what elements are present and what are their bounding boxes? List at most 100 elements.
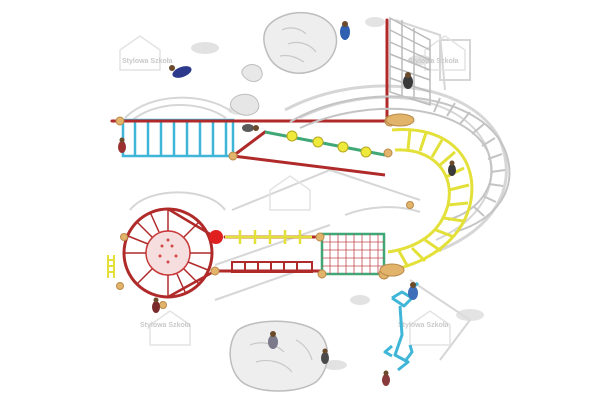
rock-body: [229, 93, 260, 116]
child-head: [405, 72, 411, 78]
child-body: [268, 335, 278, 349]
post-top: [317, 269, 327, 279]
grey-ladder-panel: [389, 16, 431, 107]
ladder-panel-rung: [389, 29, 431, 51]
watermark-texts: Stylowa Szkoła Stylowa Szkoła Stylowa Sz…: [122, 58, 459, 329]
wheel-spoke: [183, 221, 200, 238]
curved-bridge-slat: [490, 169, 506, 173]
post-platform: [385, 113, 415, 127]
climbing-rock-bottom: [229, 320, 329, 392]
zigzag-rail: [383, 344, 393, 358]
child-body: [118, 141, 126, 153]
curved-bridge-slat: [446, 102, 456, 117]
wheel-spoke: [127, 235, 149, 245]
shadow-blob: [456, 309, 484, 321]
stepping-disc: [312, 136, 324, 148]
child-body: [408, 286, 418, 300]
child-head: [153, 297, 159, 303]
yellow-bridge-inner: [387, 148, 451, 254]
yellow-bridge-slat: [447, 201, 469, 207]
watermark-house-icon: [269, 175, 311, 211]
child-figure: [242, 124, 259, 132]
small-rock: [241, 64, 263, 83]
net-frame: [320, 232, 386, 276]
watermark-text: Stylowa Szkoła: [122, 58, 173, 65]
curved-bridge-slat: [481, 137, 496, 147]
child-figure: [403, 72, 413, 89]
child-head: [169, 65, 175, 71]
child-figure: [268, 331, 278, 349]
yellow-bridge-slat: [410, 246, 427, 263]
yellow-bridge-slat: [430, 139, 444, 158]
rock-texture: [279, 27, 317, 63]
yellow-bridge-slat: [443, 216, 464, 223]
post-top: [228, 151, 238, 161]
ladder-frame: [121, 118, 235, 158]
shadow-curve-large: [284, 84, 508, 252]
post-top: [159, 301, 167, 309]
shadow-lower-rails: [214, 224, 331, 266]
child-body: [382, 374, 390, 386]
shadow-net-block: [439, 39, 471, 81]
curved-bridge-slat: [459, 111, 471, 125]
child-figure: [118, 137, 126, 153]
child-figure: [382, 370, 390, 386]
watermark-house-icon: [149, 310, 191, 346]
post-top: [115, 116, 125, 126]
red-beam-line: [232, 154, 386, 177]
child-head: [449, 160, 455, 166]
post-top: [116, 282, 124, 290]
yellow-bridge-slat: [418, 132, 428, 152]
shadow-lower-deck: [214, 269, 301, 301]
curved-bridge-slat: [487, 153, 503, 160]
curved-bridge-slat: [488, 183, 504, 187]
post-platform: [379, 263, 405, 277]
shadow-wheel: [129, 191, 226, 211]
child-body: [172, 66, 192, 78]
wheel-axle-rail: [167, 207, 216, 239]
red-beam-diagonal: [231, 130, 267, 158]
cyan-ladder-bridge-top: [121, 118, 235, 158]
net-dot: [170, 244, 174, 248]
child-figure: [408, 282, 418, 300]
child-head: [119, 137, 125, 143]
yellow-side-ladder: [107, 255, 115, 278]
zigzag-rail: [404, 344, 414, 361]
watermark-house-icon: [409, 310, 451, 346]
shadow-blob: [191, 42, 219, 54]
net-dot: [166, 260, 170, 264]
wheel-spoke: [176, 273, 187, 295]
rope-net-panel: [320, 232, 386, 276]
watermark-text: Stylowa Szkoła: [408, 58, 459, 65]
child-body: [340, 24, 350, 40]
yellow-bar-beam: [225, 230, 312, 244]
shadow-bottom-right: [409, 279, 472, 361]
yellow-bridge-slat: [397, 250, 410, 268]
curved-bridge-outer: [289, 95, 511, 233]
wheel-net-dots: [158, 238, 178, 264]
zigzag-rail: [393, 305, 410, 372]
child-body: [242, 124, 254, 132]
net-dot: [166, 238, 170, 242]
shadow-top-bridge-inner: [129, 103, 227, 123]
watermark-text: Stylowa Szkoła: [140, 322, 191, 329]
wheel-axle-rail: [167, 269, 216, 299]
rock-body: [229, 320, 329, 392]
wheel-inner-ring: [145, 230, 191, 276]
wheel-spoke: [136, 221, 153, 238]
red-ball-post-cap: [209, 230, 223, 244]
yellow-bridge-slat: [424, 238, 442, 253]
yellow-bridge-slat: [435, 228, 455, 239]
post-top: [315, 232, 325, 242]
ladder-panel-rung: [389, 53, 431, 71]
curved-bridge-slat: [471, 123, 485, 135]
child-body: [152, 301, 160, 313]
stepping-disc: [286, 130, 298, 142]
ladder-panel-outline: [389, 16, 431, 107]
curved-bridge-slat: [472, 205, 485, 217]
child-head: [270, 331, 276, 337]
rock-body: [241, 64, 263, 83]
grey-curved-bridge: [289, 95, 511, 233]
shadow-mid-rails: [231, 168, 421, 211]
